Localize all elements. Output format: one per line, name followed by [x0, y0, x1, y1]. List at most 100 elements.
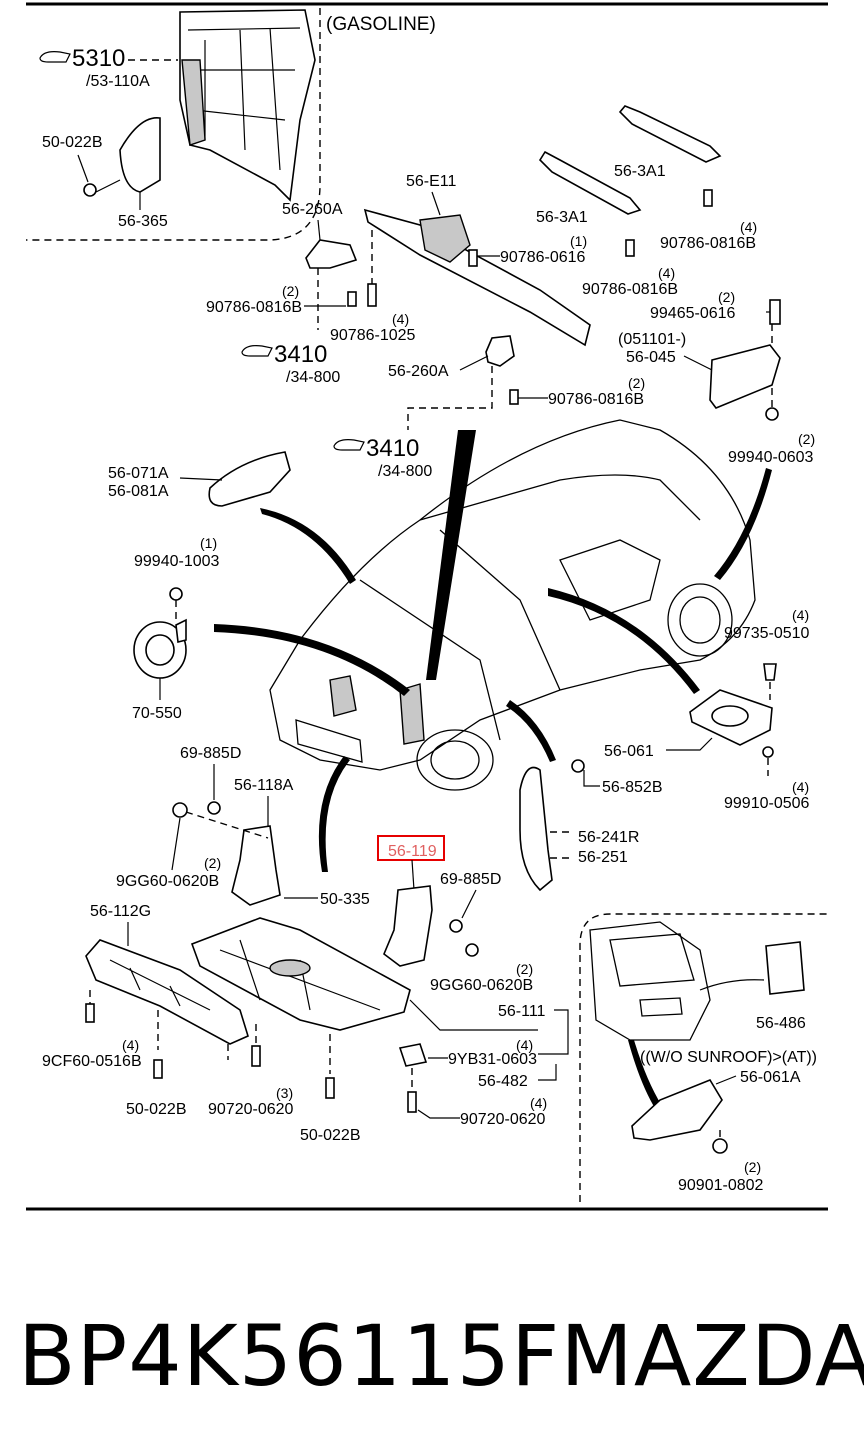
part-56-071A [208, 451, 291, 507]
q2-f: (2) [516, 961, 533, 977]
q4-c: (4) [392, 311, 409, 327]
label-90901-0802: 90901-0802 [678, 1177, 764, 1194]
rear-vehicle-outline [589, 921, 711, 1041]
label-9GG60-0620B-a: 9GG60-0620B [116, 873, 219, 890]
pointer-hand-icon-3 [333, 439, 365, 451]
label-50-022B-top: 50-022B [42, 134, 103, 151]
label-69-885D-b: 69-885D [440, 871, 501, 888]
label-56-118A: 56-118A [234, 777, 294, 794]
q2-g: (2) [744, 1159, 761, 1175]
label-99910-0506: 99910-0506 [724, 795, 810, 812]
ref-3410-a-sub: /34-800 [286, 369, 340, 386]
label-90720-0620-a: 90720-0620 [208, 1101, 294, 1118]
label-50-335: 50-335 [320, 891, 370, 908]
label-56-061: 56-061 [604, 743, 654, 760]
label-56-071A: 56-071A [108, 465, 169, 482]
part-56-112G [85, 939, 249, 1045]
ref-5310-sub: /53-110A [86, 73, 150, 90]
label-56-3A1-a: 56-3A1 [536, 209, 588, 226]
ref-3410-b: 3410 [366, 435, 419, 462]
bolts [347, 189, 781, 421]
q4-d: (4) [792, 607, 809, 623]
part-56-045 [709, 344, 781, 409]
label-56-045: 56-045 [626, 349, 676, 366]
label-56-852B: 56-852B [602, 779, 663, 796]
label-90786-0616: 90786-0616 [500, 249, 586, 266]
part-56-3A1-b [618, 105, 722, 163]
label-56-241R: 56-241R [578, 829, 639, 846]
label-56-081A: 56-081A [108, 483, 169, 500]
leader-swoosh-7 [506, 700, 556, 762]
variant-label: (GASOLINE) [326, 14, 436, 35]
gasoline-inset-border [26, 8, 321, 241]
part-56-061A [631, 1079, 723, 1141]
label-56-260A-b: 56-260A [388, 363, 449, 380]
q2-a: (2) [282, 283, 299, 299]
inset-title: ((W/O SUNROOF)>(AT)) [640, 1049, 817, 1066]
part-56-3A1-a [538, 150, 642, 215]
label-56-061A: 56-061A [740, 1069, 801, 1086]
label-56-251: 56-251 [578, 849, 628, 866]
leader-swoosh-3 [214, 624, 410, 696]
label-56-112G: 56-112G [90, 903, 151, 920]
label-99735-0510: 99735-0510 [724, 625, 810, 642]
pointer-hand-icon-2 [241, 345, 273, 357]
label-56-111: 56-111 [498, 1003, 546, 1020]
brand-name: MAZDA [560, 1307, 864, 1405]
label-56-486: 56-486 [756, 1015, 806, 1032]
label-56-260A-a: 56-260A [282, 201, 343, 218]
label-9CF60-0516B: 9CF60-0516B [42, 1053, 142, 1070]
label-99940-1003: 99940-1003 [134, 553, 220, 570]
label-9GG60-0620B-b: 9GG60-0620B [430, 977, 533, 994]
part-56-365 [119, 117, 161, 193]
q4-a: (4) [740, 219, 757, 235]
footer: BP4K56115F MAZDA [0, 1296, 864, 1416]
pointer-hand-icon [39, 51, 71, 63]
label-date-code: (051101-) [618, 331, 686, 348]
at-inset-border [579, 913, 828, 1202]
label-90786-0816B-c: 90786-0816B [206, 299, 302, 316]
label-99940-0603: 99940-0603 [728, 449, 814, 466]
leader-swoosh-1 [426, 430, 476, 680]
vehicle-outline [269, 419, 756, 791]
q4-g: (4) [122, 1037, 139, 1053]
part-number: BP4K56115F [18, 1307, 561, 1405]
label-90786-0816B-a: 90786-0816B [660, 235, 756, 252]
ref-3410-b-sub: /34-800 [378, 463, 432, 480]
label-90786-0816B-d: 90786-0816B [548, 391, 644, 408]
highlight-56-119 [377, 835, 445, 861]
label-69-885D-a: 69-885D [180, 745, 241, 762]
q2-b: (2) [718, 289, 735, 305]
label-56-3A1-b: 56-3A1 [614, 163, 666, 180]
q4-h: (4) [530, 1095, 547, 1111]
label-56-365: 56-365 [118, 213, 168, 230]
q1-a: (1) [570, 233, 587, 249]
q4-f: (4) [516, 1037, 533, 1053]
part-56-119 [383, 885, 433, 967]
q2-d: (2) [798, 431, 815, 447]
leader-swoosh-4 [714, 468, 772, 580]
leader-swoosh-6 [318, 756, 350, 872]
label-90720-0620-b: 90720-0620 [460, 1111, 546, 1128]
label-9YB31-0603: 9YB31-0603 [448, 1051, 537, 1068]
label-90786-1025: 90786-1025 [330, 327, 416, 344]
radiator-support [179, 9, 316, 202]
label-70-550: 70-550 [132, 705, 182, 722]
leader-swoosh-5 [548, 588, 700, 694]
part-56-E11 [363, 208, 591, 347]
part-56-118A [231, 825, 281, 906]
label-50-022B-a: 50-022B [126, 1101, 187, 1118]
part-56-241R [519, 766, 553, 892]
label-99465-0616: 99465-0616 [650, 305, 736, 322]
q4-b: (4) [658, 265, 675, 281]
part-56-486 [765, 941, 805, 995]
q4-e: (4) [792, 779, 809, 795]
label-56-E11: 56-E11 [406, 173, 457, 190]
q1-b: (1) [200, 535, 217, 551]
ref-5310: 5310 [72, 45, 125, 72]
label-56-482: 56-482 [478, 1073, 528, 1090]
label-56-119: 56-119 [388, 843, 437, 860]
q2-e: (2) [204, 855, 221, 871]
part-56-260A-b [485, 335, 515, 367]
